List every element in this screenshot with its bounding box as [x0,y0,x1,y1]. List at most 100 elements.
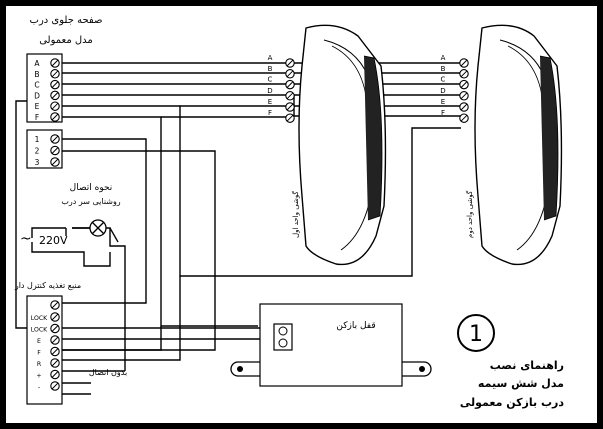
handset-1-terminal-label-5: F [268,109,272,117]
psu-terminal-screw-6-slot [51,382,59,390]
voltage-label: 220V [39,234,68,247]
panel-terminal-num-label-2: 3 [35,158,40,167]
wire-bus-left [15,100,27,329]
lock-screw-left [237,366,243,372]
diagram-number-badge: 1 [457,314,495,352]
handset-2-terminal-label-4: E [441,98,445,106]
panel-terminal-screw-4-slot [51,102,59,110]
panel-terminal-num-screw-2-slot [51,158,59,166]
panel-terminal-label-2: C [34,81,39,90]
wire-E [55,105,461,277]
handset-2-terminal-screw-1-slot [460,70,468,78]
psu-terminal-screw-0-slot [51,313,59,321]
lock-terminal-2 [278,338,288,348]
handset-1-terminal-label-2: C [268,76,273,84]
psu-terminal-label-2: E [37,338,41,345]
psu-terminal-label-5: + [36,373,41,380]
lock-terminal-1 [278,326,288,336]
handset-2-terminal-screw-0-slot [460,59,468,67]
power-supply: منبع تغذیه کنترل دار LOCK LOCK EFR + - بدون … [14,281,127,405]
ac-symbol: ~ [20,231,32,247]
handset-2-label: گوشی واحد دوم [465,190,474,238]
psu-terminal-label-6: - [38,384,40,391]
handset-2-terminal-label-1: B [441,65,446,73]
lamp-circuit: نحوه اتصال روشنایی سر درب ~ 220V [20,183,121,267]
wires [15,62,461,395]
handset-2-grip [539,55,559,221]
handset-2-terminal-label-2: C [441,76,446,84]
ac-lead-top [31,227,66,238]
panel-terminal-label-1: B [34,70,39,79]
panel-terminal-num-screw-1-slot [51,147,59,154]
psu-terminal-screw-3-slot [51,348,59,355]
panel-terminal-num-label-0: 1 [35,135,40,144]
psu-terminal-screw-5-slot [51,371,59,378]
psu-terminal-label-1: LOCK [31,327,48,334]
panel-title: صفحه جلوی درب [30,15,103,26]
handset-1-terminal-screw-3-slot [286,92,294,100]
panel-terminal-screw-2-slot [51,81,59,88]
panel-terminal-num-label-1: 2 [35,147,40,156]
handset-2-terminal-label-5: F [441,109,445,117]
psu-terminal-screw-4-slot [51,359,59,367]
psu-screw-top-slot [51,301,59,309]
handset-1-label: گوشی واحد اول [291,190,300,238]
panel-terminal-screw-0-slot [51,59,59,67]
panel-terminal-screw-3-slot [51,92,59,99]
panel-terminal-num-screw-0-slot [51,135,59,143]
handset-2-terminal-screw-4-slot [460,103,468,111]
psu-terminal-screw-2-slot [51,336,59,344]
handset-1-terminal-label-4: E [268,98,272,106]
handset-2-terminal-label-3: D [440,87,445,95]
panel-terminal-screw-1-slot [51,70,59,78]
lock-label: قفل بازکن [336,321,375,331]
lamp-title: نحوه اتصال [70,183,113,193]
psu-terminal-label-4: R [37,361,42,368]
psu-note: بدون اتصال [89,368,127,377]
handset-2-terminal-screw-2-slot [460,81,468,88]
handset-1-terminal-label-1: B [268,65,273,73]
psu-terminal-label-3: F [37,350,41,357]
handset-1-terminal-screw-0-slot [286,59,294,67]
wire-1 [55,138,147,304]
wire-F [55,116,258,327]
panel-terminal-label-4: E [35,102,40,111]
handset-1-terminal-screw-4-slot [286,103,294,111]
panel-terminal-label-5: F [35,113,39,122]
psu-terminal-screw-1-slot [51,325,59,332]
psu-title: منبع تغذیه کنترل دار [14,281,81,290]
panel-terminal-screw-5-slot [51,113,59,121]
ac-lead-bottom [31,242,111,267]
panel-subtitle: مدل معمولی [39,35,93,46]
panel-terminal-label-0: A [34,59,40,68]
handset-1-grip [363,55,383,221]
panel-terminal-label-3: D [34,91,40,100]
handset-1-terminal-label-0: A [268,54,273,62]
handset-2-terminal-label-0: A [441,54,446,62]
installation-guide: راهنمای نصب مدل شش سیمه درب بازکن معمولی [460,359,564,409]
lamp-subtitle: روشنایی سر درب [61,197,120,206]
handset-2-terminal-screw-5-slot [460,114,468,122]
guide-line-3: درب بازکن معمولی [460,396,564,409]
psu-terminal-label-0: LOCK [31,315,48,322]
lock-screw-right [419,366,425,372]
lock-terminal-block [273,323,293,351]
wire-psu-E [55,326,162,351]
wire-2 [55,150,216,351]
handset-1-terminal-label-3: D [267,87,272,95]
wire-psu-F [55,276,181,361]
handset-2-terminal-screw-3-slot [460,92,468,100]
guide-line-2: مدل شش سیمه [478,377,564,390]
handset-1-terminal-screw-1-slot [286,70,294,78]
badge-number: 1 [469,322,483,347]
handset-1-terminal-screw-5-slot [286,114,294,122]
handset-1-terminal-screw-2-slot [286,81,294,88]
door-lock: قفل بازکن [230,303,432,387]
switch-icon [109,227,119,243]
lamp-cross-2 [91,221,105,235]
